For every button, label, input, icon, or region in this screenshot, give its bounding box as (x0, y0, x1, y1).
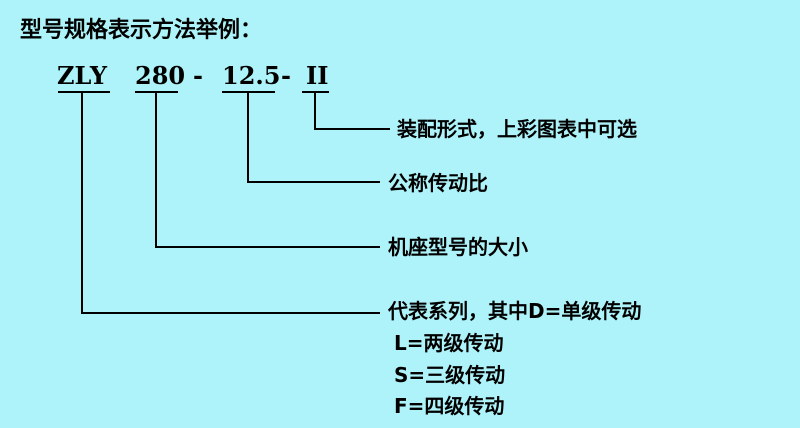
label-size: 机座型号的大小 (388, 235, 528, 259)
series-connector (58, 91, 380, 314)
code-series: ZLY (57, 61, 108, 90)
title: 型号规格表示方法举例： (20, 17, 262, 43)
code-dash-2: - (281, 61, 291, 90)
assembly-connector (302, 91, 390, 130)
label-assembly: 装配形式，上彩图表中可选 (396, 117, 637, 141)
label-series-f: F=四级传动 (394, 394, 504, 418)
code-assembly: II (306, 61, 328, 90)
label-series-s: S=三级传动 (394, 363, 505, 387)
label-ratio: 公称传动比 (388, 171, 488, 195)
code-ratio: 12.5 (222, 61, 280, 90)
label-series: 代表系列，其中D=单级传动 (387, 299, 641, 323)
label-series-l: L=两级传动 (394, 331, 504, 355)
code-dash-1: - (193, 61, 203, 90)
connector-lines (58, 91, 390, 314)
code-size: 280 (135, 61, 185, 90)
ratio-connector (222, 91, 380, 183)
size-connector (135, 91, 380, 248)
